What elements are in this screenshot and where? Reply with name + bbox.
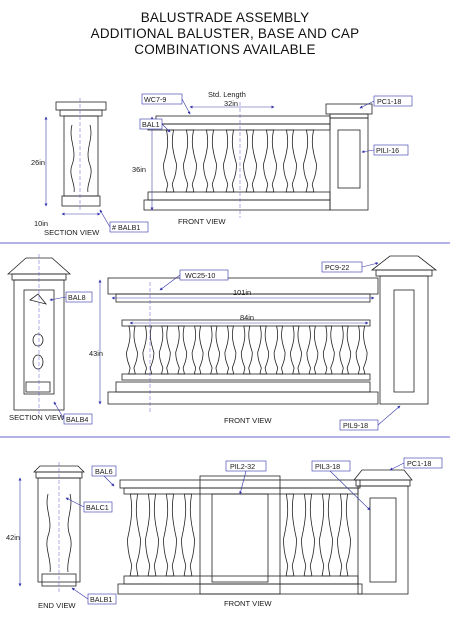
section2-tag-cap: PC9-22 bbox=[325, 263, 349, 272]
baluster bbox=[126, 325, 138, 375]
baluster bbox=[223, 129, 237, 193]
baluster bbox=[191, 325, 204, 375]
section3-height: 42in bbox=[6, 533, 20, 542]
baluster bbox=[163, 493, 177, 577]
section1-section-height: 26in bbox=[31, 158, 45, 167]
baluster bbox=[283, 493, 297, 577]
section1-std-length-label: Std. Length bbox=[208, 90, 246, 99]
baluster bbox=[306, 325, 319, 375]
section3-tag-base: BALB1 bbox=[90, 595, 112, 604]
baluster bbox=[175, 325, 188, 375]
section1-section-dims bbox=[44, 116, 101, 216]
section2-front-view bbox=[107, 255, 438, 412]
section1-tag-base: # BALB1 bbox=[112, 223, 140, 232]
baluster bbox=[283, 129, 297, 193]
section3-tag-pil-a: PIL2-32 bbox=[230, 462, 255, 471]
baluster bbox=[183, 129, 197, 193]
baluster bbox=[263, 129, 277, 193]
baluster bbox=[240, 325, 253, 375]
section2-tags bbox=[49, 261, 401, 431]
section3-end-view bbox=[33, 462, 85, 592]
baluster bbox=[322, 325, 335, 375]
baluster bbox=[208, 325, 220, 375]
section1-tags bbox=[99, 93, 413, 233]
section2-tag-base: BALB4 bbox=[66, 415, 88, 424]
section3-front-view bbox=[117, 469, 413, 595]
baluster bbox=[163, 129, 177, 193]
section2-overall-length: 101in bbox=[233, 288, 251, 297]
title-line-3: COMBINATIONS AVAILABLE bbox=[134, 42, 316, 57]
baluster bbox=[273, 325, 286, 375]
section1-section-view-label: SECTION VIEW bbox=[44, 228, 100, 237]
baluster bbox=[355, 325, 368, 375]
title-line-2: ADDITIONAL BALUSTER, BASE AND CAP bbox=[90, 26, 360, 41]
baluster bbox=[290, 325, 302, 375]
section3-tag-pil-b: PIL3-18 bbox=[315, 462, 340, 471]
baluster bbox=[301, 493, 315, 577]
section2-tag-pil: PIL9-18 bbox=[343, 421, 368, 430]
section1-section-depth: 10in bbox=[34, 219, 48, 228]
section2-section-view-label: SECTION VIEW bbox=[9, 413, 65, 422]
baluster bbox=[257, 325, 270, 375]
section1-tag-bal: BAL1 bbox=[142, 120, 160, 129]
section2-height: 43in bbox=[89, 349, 103, 358]
section1-height: 36in bbox=[132, 165, 146, 174]
section1-front-view-label: FRONT VIEW bbox=[178, 217, 226, 226]
section1-tag-cap: PC1-18 bbox=[377, 97, 401, 106]
section3-front-view-label: FRONT VIEW bbox=[224, 599, 272, 608]
baluster bbox=[224, 325, 237, 375]
baluster bbox=[181, 493, 195, 577]
section2-front-dims bbox=[98, 279, 375, 405]
baluster bbox=[337, 493, 351, 577]
baluster bbox=[339, 325, 352, 375]
section2-tag-wc: WC25-10 bbox=[185, 271, 215, 280]
section3-tag-cap: PC1-18 bbox=[407, 459, 431, 468]
baluster bbox=[303, 129, 317, 193]
baluster bbox=[127, 493, 141, 577]
baluster bbox=[319, 493, 333, 577]
baluster bbox=[243, 129, 257, 193]
section1-tag-pil: PILI-16 bbox=[376, 146, 399, 155]
section3-end-view-label: END VIEW bbox=[38, 601, 76, 610]
section3-tag-balc: BALC1 bbox=[86, 503, 109, 512]
section2-inner-length: 84in bbox=[240, 313, 254, 322]
section2-tag-bal: BAL8 bbox=[68, 293, 86, 302]
section2-front-view-label: FRONT VIEW bbox=[224, 416, 272, 425]
section1-front-view bbox=[143, 102, 373, 218]
baluster bbox=[142, 325, 155, 375]
section3-tag-bal: BAL6 bbox=[95, 467, 113, 476]
baluster bbox=[145, 493, 159, 577]
section1-tag-wc: WC7-9 bbox=[144, 95, 166, 104]
section3-tags bbox=[65, 457, 443, 605]
section1-front-dims bbox=[150, 105, 275, 211]
section1-section-view bbox=[55, 98, 107, 212]
baluster bbox=[203, 129, 217, 193]
baluster bbox=[158, 325, 171, 375]
title-line-1: BALUSTRADE ASSEMBLY bbox=[140, 10, 310, 25]
section1-std-length-value: 32in bbox=[224, 99, 238, 108]
section2-section-view bbox=[6, 254, 72, 414]
